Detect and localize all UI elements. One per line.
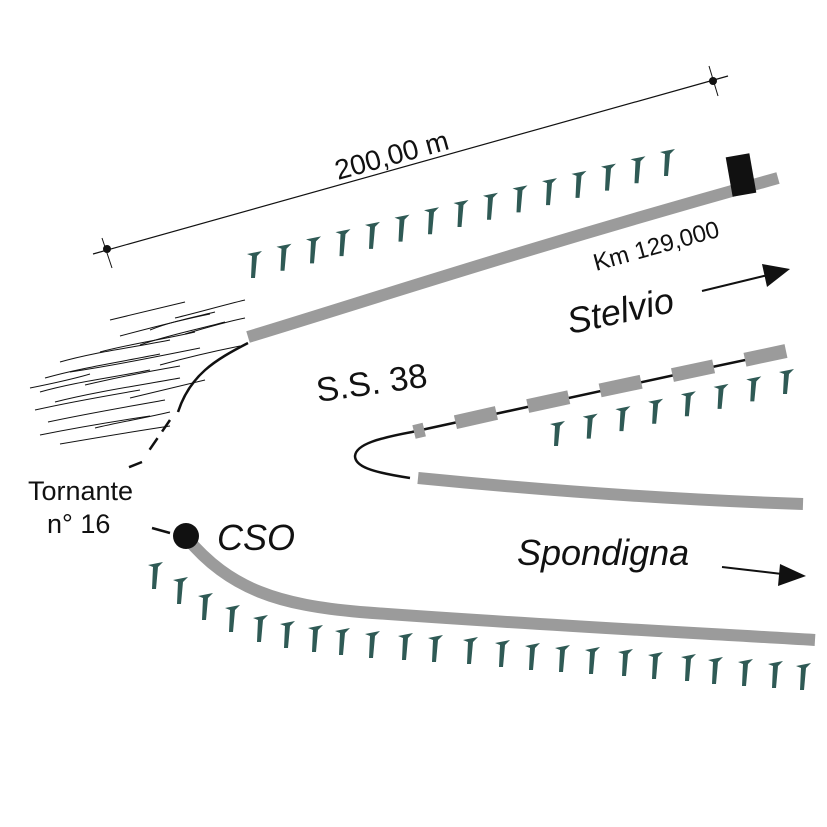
hatch-line: [119, 313, 211, 337]
tree-icon: [648, 652, 663, 679]
tree-icon: [571, 170, 587, 198]
tree-icon: [424, 207, 439, 235]
hatch-line: [59, 425, 171, 445]
tree-icon: [495, 640, 510, 667]
tree-icon: [713, 383, 729, 409]
cso-point: [173, 523, 199, 549]
tree-icon: [276, 243, 292, 271]
hatch-line: [54, 377, 181, 403]
hatch-line: [184, 317, 246, 335]
vegetation-upper: [247, 149, 675, 278]
tree-icon: [542, 178, 557, 206]
tree-icon: [365, 221, 380, 249]
tree-icon: [335, 628, 350, 655]
hatch-line: [39, 415, 151, 436]
lower-return-road: [417, 472, 804, 510]
tree-icon: [148, 562, 163, 589]
tree-icon: [582, 413, 598, 439]
tree-icon: [512, 185, 528, 213]
tree-icon: [708, 657, 723, 684]
road-name-label: S.S. 38: [314, 357, 430, 410]
spondigna-arrow: [721, 564, 806, 586]
tornante-label-line2: n° 16: [47, 509, 110, 539]
scale-end-point: [709, 77, 717, 85]
spondigna-label: Spondigna: [517, 532, 689, 573]
tornante-label-line1: Tornante: [28, 476, 133, 506]
tree-icon: [225, 605, 240, 632]
tree-icon: [615, 406, 631, 432]
tree-icon: [585, 647, 600, 674]
tree-icon: [525, 643, 540, 670]
tree-icon: [796, 663, 811, 690]
hatch-line: [47, 399, 166, 423]
tree-icon: [247, 251, 262, 278]
tree-icon: [768, 661, 783, 688]
hatch-line: [59, 339, 171, 363]
tree-icon: [660, 149, 675, 176]
tree-icon: [428, 635, 443, 662]
hatch-line: [94, 411, 171, 429]
lower-road: [181, 533, 816, 646]
tree-icon: [394, 214, 410, 242]
tree-icon: [335, 229, 351, 257]
tree-icon: [618, 649, 633, 676]
hairpin-dashed: [121, 419, 172, 472]
hatch-line: [159, 345, 241, 366]
tree-icon: [173, 577, 188, 604]
scale-bar: 200,00 m: [92, 65, 729, 269]
hatch-line: [109, 301, 186, 321]
stelvio-arrow: [701, 264, 790, 292]
hatch-line: [84, 365, 181, 386]
tree-icon: [550, 421, 565, 446]
tree-icon: [306, 236, 321, 264]
tree-icon: [601, 163, 616, 191]
tree-icon: [738, 659, 753, 686]
tree-icon: [555, 645, 570, 672]
cso-label: CSO: [217, 517, 295, 558]
tree-icon: [253, 615, 268, 642]
tree-icon: [308, 625, 323, 652]
vegetation-lower: [148, 562, 811, 690]
hatch-line: [174, 299, 246, 319]
tree-icon: [483, 192, 498, 220]
hatch-line: [139, 321, 226, 346]
vegetation-middle: [550, 369, 794, 446]
tree-icon: [198, 593, 213, 620]
tree-icon: [680, 391, 696, 417]
tree-icon: [463, 637, 478, 664]
hatch-line: [69, 347, 201, 373]
hatch-line: [34, 389, 141, 411]
scale-label: 200,00 m: [331, 125, 452, 186]
rock-hatching: [29, 299, 246, 445]
tree-icon: [398, 633, 413, 660]
tree-icon: [779, 369, 794, 394]
tree-icon: [280, 621, 295, 648]
tree-icon: [648, 398, 664, 424]
tree-icon: [630, 156, 646, 184]
tree-icon: [746, 376, 762, 402]
cso-leader-dash: [151, 526, 171, 535]
upper-road-connector: [176, 341, 249, 413]
middle-road-line: [353, 350, 784, 480]
hatch-line: [29, 373, 91, 389]
tree-icon: [681, 654, 696, 681]
hatch-line: [39, 369, 151, 393]
km-marker-post: [725, 153, 757, 197]
upper-road: [246, 172, 780, 343]
hatch-line: [129, 379, 206, 399]
hatch-line: [44, 353, 161, 379]
hatch-line: [99, 331, 196, 353]
scale-start-point: [103, 245, 111, 253]
stelvio-label: Stelvio: [563, 279, 677, 342]
tree-icon: [365, 631, 380, 658]
tree-icon: [453, 200, 469, 227]
